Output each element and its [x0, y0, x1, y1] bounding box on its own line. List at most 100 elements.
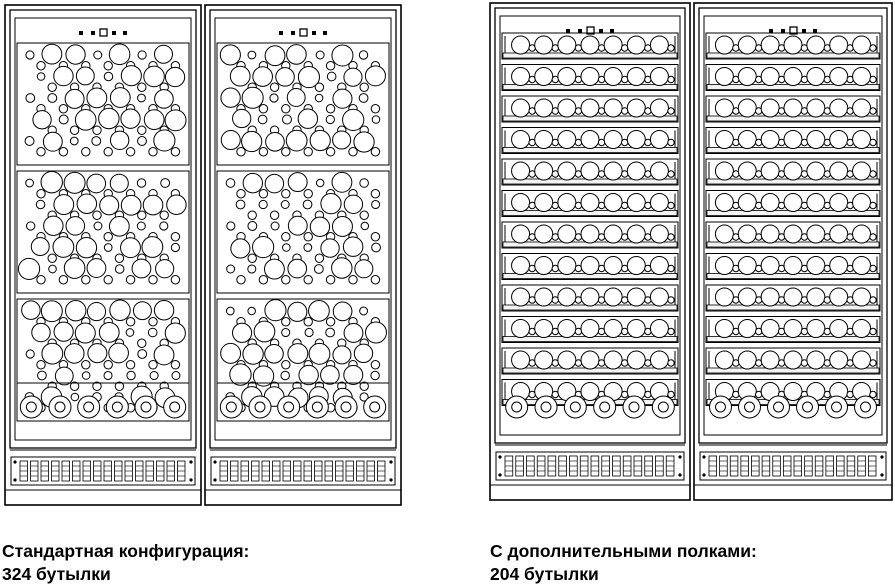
bottle-icon — [166, 194, 187, 215]
screw — [213, 478, 217, 482]
bottle-icon — [714, 256, 734, 275]
bottle-icon — [649, 193, 669, 212]
bottle-neck-icon — [58, 275, 69, 285]
bottle-icon — [64, 343, 85, 364]
bottle-icon — [829, 256, 849, 275]
bottle-neck-icon — [325, 147, 336, 157]
bottle-icon — [783, 161, 803, 181]
bottle-neck-icon — [69, 125, 80, 135]
bottle-icon — [40, 300, 63, 323]
bottle-icon — [852, 256, 872, 275]
bottle-icon — [120, 237, 141, 259]
cabinet-unit — [693, 2, 893, 501]
bottle-neck-icon — [325, 275, 336, 285]
bottle-icon — [714, 130, 734, 149]
standard-config-title: Стандартная конфигурация: — [2, 541, 250, 561]
bottle-icon — [75, 237, 98, 259]
bottle-neck-icon — [303, 317, 313, 327]
bottle-neck-icon — [869, 170, 877, 178]
bottle-icon — [511, 193, 531, 212]
bottle-neck-icon — [303, 147, 313, 157]
bottle-stack-section — [16, 42, 190, 166]
bottle-neck-icon — [869, 390, 877, 399]
shelf-frame — [501, 190, 679, 217]
bottle-icon — [331, 257, 353, 279]
bottle-icon — [783, 224, 803, 244]
bottle-neck-icon — [81, 147, 91, 157]
bottle-icon — [232, 322, 253, 343]
bottle-icon — [580, 98, 600, 118]
bottle-neck-icon — [170, 242, 181, 253]
bottle-icon — [342, 236, 364, 257]
bottle-neck-icon — [137, 82, 147, 92]
shelf-frame — [501, 284, 679, 312]
bottle-neck-icon — [137, 210, 147, 220]
bottle-icon — [242, 172, 264, 194]
bottle-neck-icon — [667, 201, 675, 210]
wine-shelf — [501, 127, 679, 154]
screw — [702, 455, 706, 459]
bottle-neck-icon — [36, 360, 46, 370]
bottle-neck-icon — [170, 232, 181, 242]
screw — [189, 478, 193, 482]
wine-shelf — [501, 253, 679, 280]
bottle-icon — [714, 350, 734, 370]
control-button — [91, 31, 95, 35]
bottle-icon — [534, 224, 554, 244]
screw — [498, 473, 502, 477]
bottle-neck-icon — [314, 253, 325, 263]
bottle-icon — [829, 193, 849, 212]
bottle-icon — [86, 258, 107, 278]
bottle-icon — [852, 224, 872, 244]
bottle-icon — [153, 344, 175, 366]
screw — [13, 478, 17, 482]
bottle-icon — [580, 35, 600, 55]
bottle-neck-icon — [247, 264, 257, 274]
bottom-bottle-row — [219, 395, 387, 419]
screw — [880, 473, 884, 477]
bottle-icon — [806, 193, 826, 212]
bottle-neck-icon — [869, 296, 877, 304]
bottle-neck-icon — [148, 147, 158, 157]
bottle-icon — [534, 287, 554, 307]
bottle-icon — [275, 67, 295, 87]
bottle-icon — [65, 44, 86, 65]
bottle-stack-section — [16, 298, 190, 422]
bottle-neck-icon — [25, 50, 35, 60]
bottle-neck-icon — [103, 232, 113, 242]
bottle-icon — [141, 236, 164, 258]
bottle-neck-icon — [92, 381, 102, 391]
bottle-icon — [760, 130, 780, 149]
bottle-neck-icon — [36, 147, 46, 157]
bottle-icon — [714, 67, 734, 86]
bottle-neck-icon — [869, 359, 877, 367]
bottle-stack-section — [216, 298, 390, 422]
bottle-icon — [309, 129, 331, 152]
screw — [189, 460, 193, 464]
bottle-icon — [143, 109, 165, 131]
bottle-icon — [343, 364, 364, 385]
bottle-neck-icon — [47, 82, 57, 92]
bottle-icon — [320, 193, 342, 215]
bottle-neck — [225, 401, 237, 413]
bottle-icon — [332, 301, 353, 322]
bottle-neck-icon — [81, 360, 91, 370]
bottle-neck-icon — [81, 371, 91, 380]
bottle-neck-icon — [258, 104, 269, 114]
bottle-neck — [773, 401, 784, 413]
bottle-icon — [783, 256, 803, 275]
bottle-neck — [283, 401, 295, 413]
bottle-icon — [332, 88, 353, 109]
vent-grille-frame — [495, 451, 685, 481]
bottle-neck-icon — [103, 370, 113, 381]
bottle-icon — [86, 87, 108, 109]
bottle-neck-icon — [370, 360, 381, 370]
bottle-neck-icon — [125, 360, 136, 370]
bottle-icon — [308, 299, 330, 322]
bottle-icon — [852, 287, 872, 307]
bottle-icon — [252, 365, 275, 387]
shelf-frame — [705, 284, 881, 312]
bottle-neck-icon — [137, 125, 147, 135]
bottle-neck-icon — [69, 136, 79, 146]
bottle-icon — [714, 224, 734, 244]
